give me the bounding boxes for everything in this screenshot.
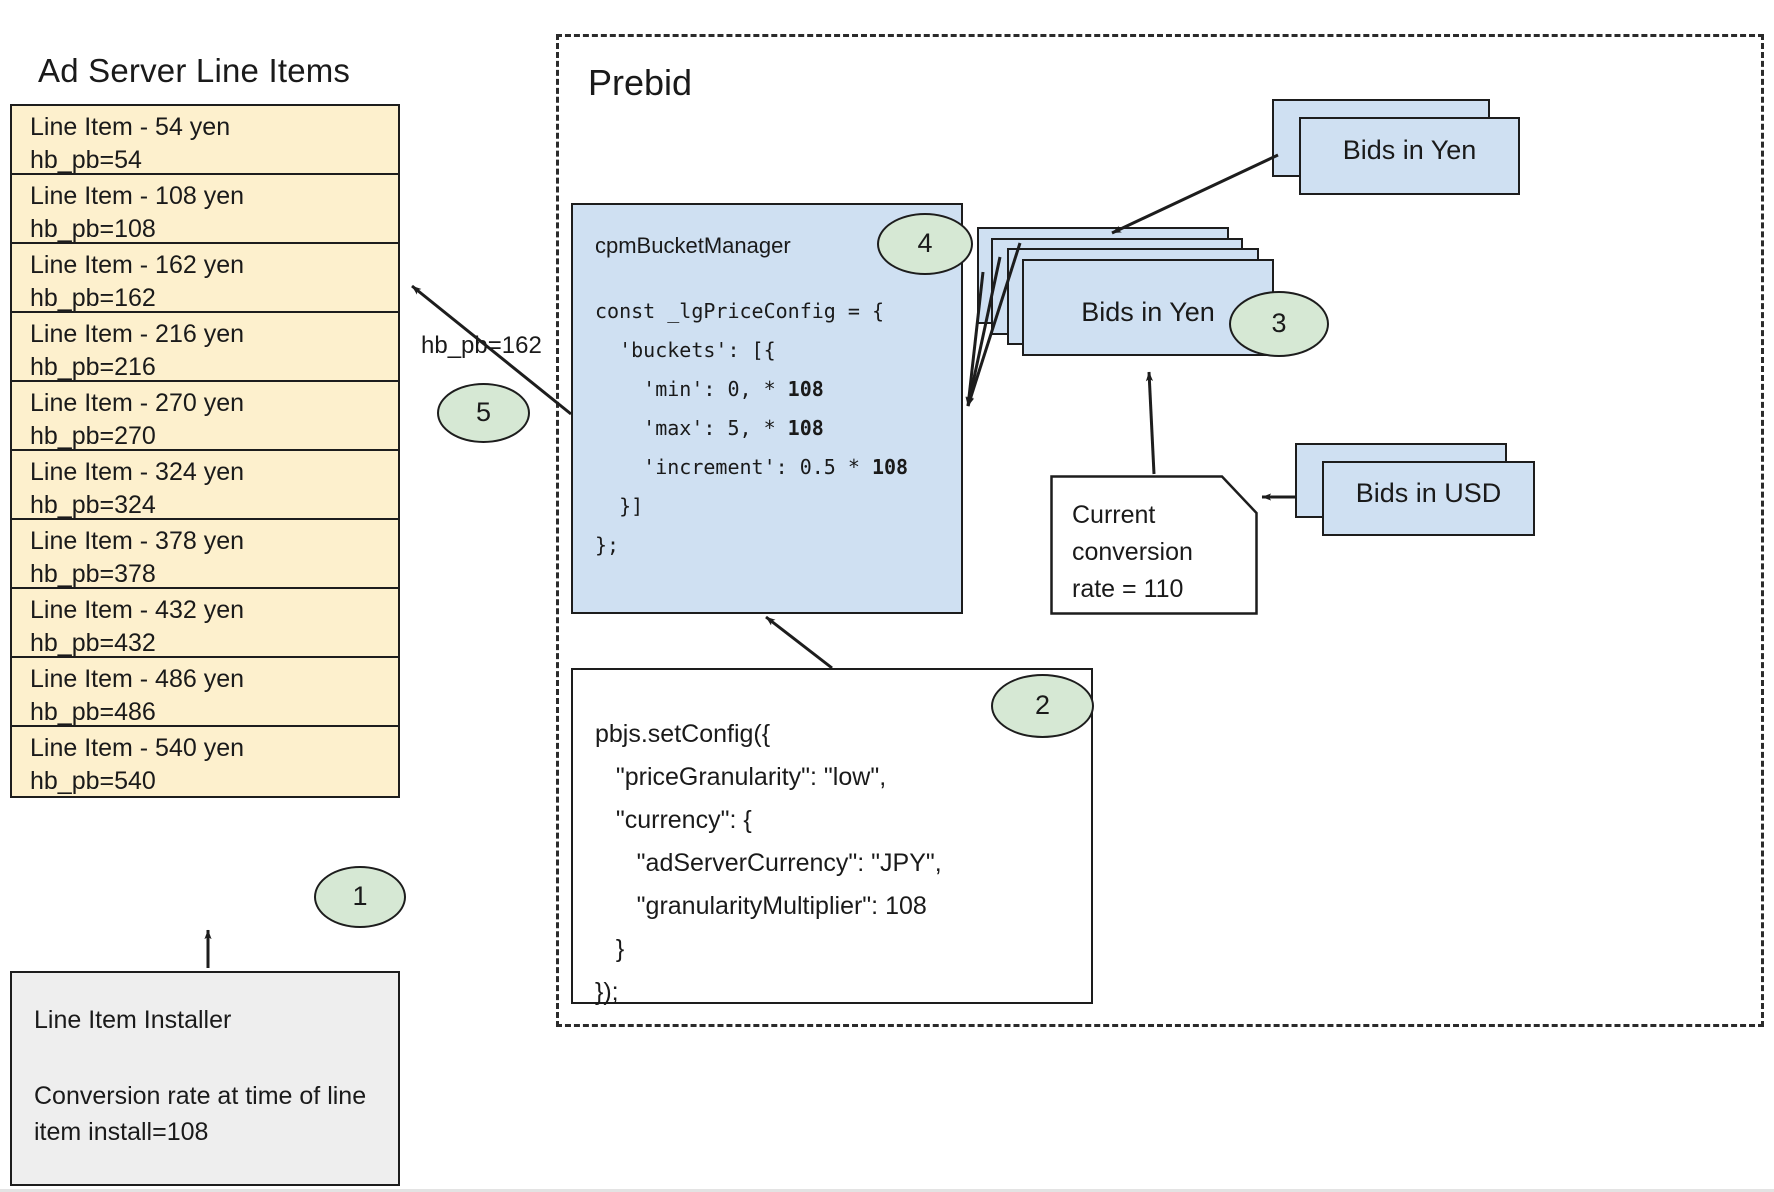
line-item-targeting: hb_pb=54 — [30, 146, 142, 174]
line-item-installer-title: Line Item Installer — [34, 1006, 232, 1034]
bottom-divider — [0, 1189, 1774, 1192]
line-item-name: Line Item - 486 yen — [30, 665, 245, 693]
cpm-code-line-4-multiplier: 108 — [787, 416, 824, 440]
bids-in-usd-label: Bids in USD — [1355, 478, 1502, 508]
line-item-row[interactable]: Line Item - 108 yen hb_pb=108 — [12, 175, 398, 244]
bids-in-yen-stack-middle: Bids in Yen — [977, 227, 1274, 356]
line-item-name: Line Item - 162 yen — [30, 251, 245, 279]
step-badge-3: 3 — [1229, 291, 1329, 357]
ad-server-line-items-title: Ad Server Line Items — [38, 52, 351, 89]
prebid-title: Prebid — [588, 62, 693, 103]
bids-in-yen-stack-top: Bids in Yen — [1272, 99, 1520, 195]
line-item-row[interactable]: Line Item - 270 yen hb_pb=270 — [12, 382, 398, 451]
line-item-targeting: hb_pb=108 — [30, 215, 156, 243]
line-item-targeting: hb_pb=432 — [30, 629, 156, 657]
line-item-targeting: hb_pb=378 — [30, 560, 156, 588]
conversion-rate-note-text: Current conversion rate = 110 — [1072, 501, 1193, 603]
cpm-code-line-7: }; — [595, 533, 620, 557]
line-item-row[interactable]: Line Item - 162 yen hb_pb=162 — [12, 244, 398, 313]
cpm-code-line-5: 'increment': 0.5 * — [595, 455, 872, 479]
prebid-container — [556, 34, 1764, 1027]
edge-label-hb-pb: hb_pb=162 — [421, 332, 542, 359]
bids-in-yen-label: Bids in Yen — [1342, 135, 1477, 165]
line-items-table: Line Item - 54 yen hb_pb=54 Line Item - … — [10, 104, 400, 798]
line-item-name: Line Item - 540 yen — [30, 734, 245, 762]
conversion-rate-note: Current conversion rate = 110 — [1050, 475, 1258, 615]
cpm-bucket-manager-code: const _lgPriceConfig = { 'buckets': [{ '… — [595, 292, 908, 565]
bids-in-yen-label: Bids in Yen — [1081, 297, 1215, 327]
line-item-name: Line Item - 432 yen — [30, 596, 245, 624]
cpm-code-line-5-multiplier: 108 — [871, 455, 909, 479]
line-item-row[interactable]: Line Item - 486 yen hb_pb=486 — [12, 658, 398, 727]
cpm-code-line-2: 'buckets': [{ — [595, 338, 776, 362]
line-item-targeting: hb_pb=324 — [30, 491, 156, 519]
line-item-installer-note: Conversion rate at time of line item ins… — [34, 1082, 367, 1146]
line-item-name: Line Item - 324 yen — [30, 458, 245, 486]
line-item-name: Line Item - 378 yen — [30, 527, 245, 555]
step-badge-2: 2 — [991, 674, 1094, 738]
line-item-targeting: hb_pb=216 — [30, 353, 156, 381]
pbjs-setconfig-code: pbjs.setConfig({ "priceGranularity": "lo… — [595, 720, 942, 1006]
cpm-bucket-manager-label: cpmBucketManager — [595, 233, 791, 258]
line-item-name: Line Item - 108 yen — [30, 182, 245, 210]
line-item-row[interactable]: Line Item - 540 yen hb_pb=540 — [12, 727, 398, 796]
bids-sheet-front — [1022, 259, 1274, 356]
bids-in-usd-stack: Bids in USD — [1295, 443, 1535, 536]
cpm-code-line-6: }] — [595, 494, 644, 518]
cpm-code-line-1: const _lgPriceConfig = { — [595, 299, 884, 323]
line-item-targeting: hb_pb=486 — [30, 698, 156, 726]
line-item-name: Line Item - 54 yen — [30, 113, 231, 141]
line-item-targeting: hb_pb=162 — [30, 284, 156, 312]
bids-sheet-front — [1322, 461, 1535, 536]
line-item-row[interactable]: Line Item - 432 yen hb_pb=432 — [12, 589, 398, 658]
note-shape-icon — [1050, 475, 1258, 615]
cpm-bucket-manager-card: cpmBucketManager const _lgPriceConfig = … — [571, 203, 963, 614]
line-item-row[interactable]: Line Item - 54 yen hb_pb=54 — [12, 106, 398, 175]
step-badge-5: 5 — [437, 383, 530, 443]
line-item-row[interactable]: Line Item - 216 yen hb_pb=216 — [12, 313, 398, 382]
line-item-row[interactable]: Line Item - 324 yen hb_pb=324 — [12, 451, 398, 520]
line-item-targeting: hb_pb=540 — [30, 767, 156, 795]
line-item-name: Line Item - 216 yen — [30, 320, 245, 348]
cpm-code-line-4: 'max': 5, * — [595, 416, 788, 440]
line-item-targeting: hb_pb=270 — [30, 422, 156, 450]
line-item-name: Line Item - 270 yen — [30, 389, 245, 417]
step-badge-1: 1 — [314, 866, 406, 928]
cpm-code-line-3: 'min': 0, * — [595, 377, 788, 401]
step-badge-4: 4 — [877, 213, 973, 275]
bids-sheet-front — [1299, 117, 1520, 195]
line-item-installer-box: Line Item Installer Conversion rate at t… — [10, 971, 400, 1186]
cpm-code-line-3-multiplier: 108 — [787, 377, 824, 401]
line-item-row[interactable]: Line Item - 378 yen hb_pb=378 — [12, 520, 398, 589]
